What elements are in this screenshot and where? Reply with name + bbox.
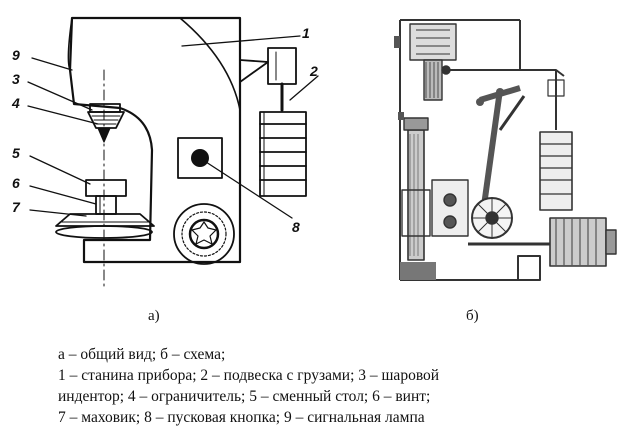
leader-2 <box>289 75 319 101</box>
callout-3: 3 <box>12 71 20 87</box>
anvil-table <box>85 179 127 197</box>
indentor-head <box>87 103 125 143</box>
dashpot <box>431 179 469 237</box>
leader-8 <box>205 161 293 219</box>
callout-1: 1 <box>302 25 310 41</box>
figure-caption: а – общий вид; б – схема; 1 – станина пр… <box>58 344 618 428</box>
callout-8: 8 <box>292 219 300 235</box>
scheme-svg <box>394 19 617 281</box>
frame-back-curve <box>179 17 241 111</box>
lever-arm <box>442 69 565 77</box>
callout-4: 4 <box>11 95 20 111</box>
callout-6: 6 <box>12 175 20 191</box>
hanger-arm <box>239 59 269 83</box>
callout-5: 5 <box>12 145 20 161</box>
caption-line: а – общий вид; б – схема; <box>58 346 226 363</box>
scheme-anvil <box>403 117 429 131</box>
screw <box>95 195 117 215</box>
start-button <box>191 149 209 167</box>
leader-3 <box>27 81 93 111</box>
subfigure-label-a: а) <box>148 308 160 324</box>
leader-7 <box>29 209 87 217</box>
general-view-drawing: 1 2 9 3 4 5 6 7 8 <box>0 0 320 300</box>
gear-wheel <box>471 197 513 239</box>
caption-line: 1 – станина прибора; 2 – подвеска с груз… <box>58 367 440 384</box>
caption-line: индентор; 4 – ограничитель; 5 – сменный … <box>58 388 431 405</box>
scheme-base <box>400 255 541 281</box>
subfigure-label-b: б) <box>466 308 479 324</box>
frame-bevel <box>67 17 73 71</box>
load-dial <box>173 203 235 265</box>
scheme-drawing <box>380 0 623 300</box>
general-view-svg: 1 2 9 3 4 5 6 7 8 <box>11 16 319 291</box>
electric-motor <box>549 217 617 267</box>
leader-4 <box>27 105 99 125</box>
callout-7: 7 <box>12 199 21 215</box>
scheme-frame <box>399 19 521 280</box>
caption-line: 7 – маховик; 8 – пусковая кнопка; 9 – си… <box>58 409 425 426</box>
leader-9 <box>31 57 73 71</box>
leader-6 <box>29 185 97 205</box>
callout-9: 9 <box>12 47 20 63</box>
weights-stack <box>259 111 307 197</box>
top-mechanism <box>409 23 457 61</box>
callout-2: 2 <box>309 63 318 79</box>
start-button-panel <box>177 137 223 179</box>
hanger-bracket <box>267 47 297 85</box>
scheme-weights <box>539 131 573 211</box>
leader-5 <box>29 155 91 185</box>
spindle <box>401 129 431 261</box>
leader-1 <box>181 35 301 47</box>
handwheel <box>55 213 155 239</box>
